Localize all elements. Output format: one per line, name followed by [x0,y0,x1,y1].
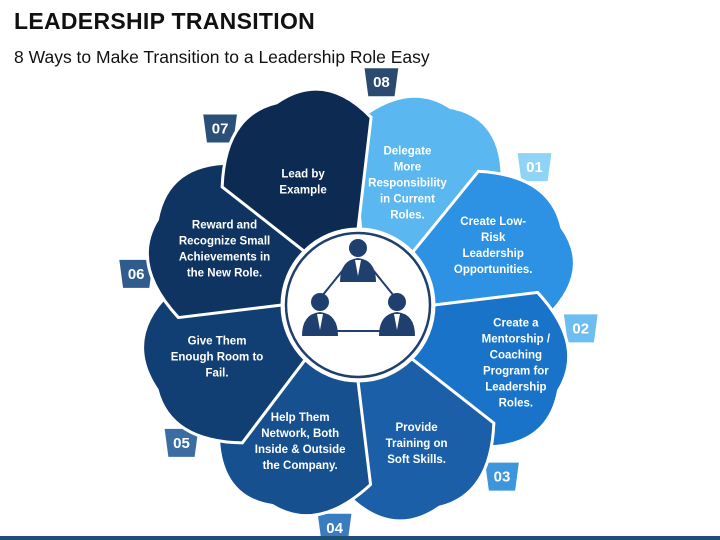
center-circle [284,231,432,379]
step-label-line: Fail. [206,367,229,379]
page-subtitle: 8 Ways to Make Transition to a Leadershi… [14,47,430,67]
step-number: 08 [373,74,390,91]
step-label-line: Roles. [499,397,534,409]
step-label-line: Recognize Small [179,235,270,247]
step-number-tab-04: 04 [315,511,354,540]
step-label-line: Inside & Outside [255,444,346,456]
step-number-tab-07: 07 [200,112,240,145]
step-segment-05 [216,357,373,518]
step-segment-02 [410,169,576,320]
step-label-line: Training on [386,438,448,450]
step-label-line: Help Them [271,412,330,424]
step-number-tab-shape [482,460,522,493]
step-label-line: Mentorship / [482,333,551,345]
step-number-tab-01: 01 [515,151,554,184]
step-label-line: Program for [483,365,549,377]
step-segment-08 [220,87,373,254]
step-number-tab-02: 02 [561,312,600,345]
step-label-line: Create Low- [460,216,526,228]
center-hub [284,231,432,379]
step-label-line: in Current [380,194,435,206]
step-label-line: Risk [481,232,506,244]
step-label-line: Example [279,185,326,197]
step-segment-06 [141,290,308,445]
page-title: LEADERSHIP TRANSITION [14,8,316,34]
step-label-line: Enough Room to [171,351,264,363]
step-segment-04 [343,356,496,523]
step-label-line: Coaching [490,349,542,361]
step-segment-01 [350,94,504,255]
step-label-line: Soft Skills. [387,454,446,466]
team-hierarchy-icon [302,239,415,336]
step-number: 06 [128,266,145,283]
step-label-line: Opportunities. [454,264,533,276]
step-label-line: Give Them [188,335,247,347]
step-label-line: Delegate [383,146,431,158]
step-number: 05 [173,435,190,452]
step-number-tab-shape [515,151,554,184]
step-label-line: Roles. [390,210,425,222]
step-label-line: Leadership [463,248,524,260]
step-number-tab-08: 08 [362,66,401,99]
step-label-line: the Company. [263,460,338,472]
step-number-tab-shape [362,66,401,99]
step-number: 02 [572,320,589,337]
bottom-accent-bar [0,536,720,540]
step-label-line: Responsibility [368,178,447,190]
step-label-line: Achievements in [179,251,270,263]
step-label-line: the New Role. [187,267,262,279]
step-number-tab-shape [315,511,354,540]
step-label-line: Leadership [485,381,546,393]
step-number: 03 [494,469,511,486]
step-number-tab-shape [117,257,156,290]
step-number-tab-06: 06 [117,257,156,290]
step-number: 07 [212,120,229,137]
step-label-line: Network, Both [261,428,339,440]
step-number: 04 [326,520,343,537]
step-label-08: Lead by Example [279,169,326,197]
step-number: 01 [526,159,543,176]
step-number-tab-03: 03 [482,460,522,493]
step-label-line: Create a [493,317,539,329]
step-label-line: Reward and [192,219,257,231]
step-label-line: Lead by [281,169,325,181]
step-label-line: More [394,162,421,174]
step-label-line: Provide [396,422,438,434]
